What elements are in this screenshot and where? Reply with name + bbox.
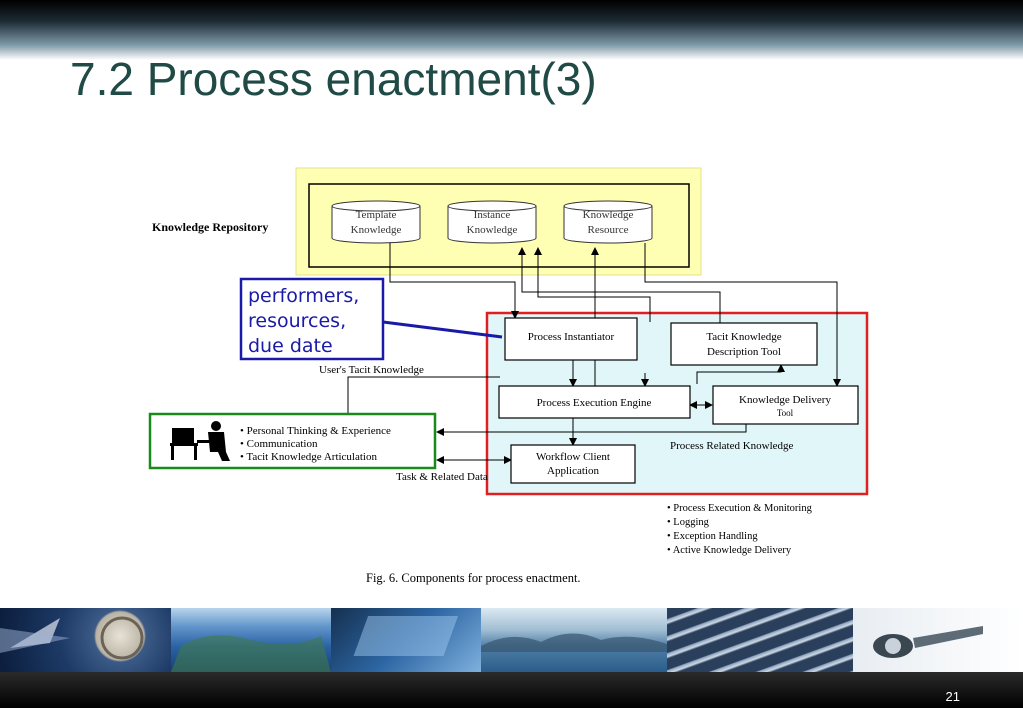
task-related-label: Task & Related Data (396, 471, 488, 483)
workflow-client-box: Workflow Client Application (510, 444, 636, 484)
repo-template-line1: Template (356, 209, 397, 221)
system-bullet-2: • Logging (667, 517, 710, 528)
earth-image (171, 608, 331, 672)
user-bullet-3: • Tacit Knowledge Articulation (240, 451, 377, 463)
repo-knowledge-resource: Knowledge Resource (563, 200, 653, 244)
process-instantiator-label: Process Instantiator (528, 331, 615, 343)
user-bullet-2: • Communication (240, 438, 318, 450)
callout-line1: performers, (248, 285, 359, 307)
execution-engine-label: Process Execution Engine (537, 397, 652, 409)
connectors (347, 243, 841, 464)
callout-line2: resources, (248, 310, 346, 332)
repo-resource-line1: Knowledge (583, 209, 634, 221)
compass-rose-icon (0, 616, 144, 660)
users-tacit-label: User's Tacit Knowledge (319, 364, 424, 376)
repository-frame (308, 183, 690, 268)
keyboard-image (331, 608, 481, 672)
slide-title: 7.2 Process enactment(3) (70, 53, 597, 105)
tacit-tool-line2: Description Tool (707, 346, 781, 358)
process-related-label: Process Related Knowledge (670, 440, 794, 452)
lock-image (853, 608, 1023, 672)
page-number: 21 (945, 689, 960, 704)
repo-template-line2: Knowledge (351, 224, 402, 236)
repo-instance-line2: Knowledge (467, 224, 518, 236)
system-bullet-1: • Process Execution & Monitoring (667, 503, 813, 514)
workflow-client-line1: Workflow Client (536, 451, 610, 463)
system-bullet-4: • Active Knowledge Delivery (667, 545, 792, 556)
figure-caption: Fig. 6. Components for process enactment… (366, 571, 581, 585)
callout-line3: due date (248, 335, 333, 357)
user-at-computer-icon (170, 421, 230, 461)
performers-callout: performers, resources, due date (239, 277, 385, 361)
callout-pointer (382, 320, 503, 339)
repo-template-knowledge: Template Knowledge (331, 200, 421, 244)
repo-instance-knowledge: Instance Knowledge (447, 200, 537, 244)
tacit-tool-line1: Tacit Knowledge (706, 331, 781, 343)
delivery-tool-line2: Tool (777, 408, 794, 418)
footer-bar (0, 672, 1023, 708)
user-box: • Personal Thinking & Experience • Commu… (148, 412, 437, 470)
execution-engine-box: Process Execution Engine (498, 385, 691, 419)
tacit-tool-box: Tacit Knowledge Description Tool (670, 322, 818, 366)
lake-image (481, 608, 667, 672)
repo-resource-line2: Resource (588, 224, 629, 236)
footer-image-strip (0, 608, 1023, 672)
workflow-client-line2: Application (547, 465, 599, 477)
lock-icon (873, 626, 983, 658)
delivery-tool-line1: Knowledge Delivery (739, 394, 831, 406)
title-band (0, 0, 1023, 60)
delivery-tool-box: Knowledge Delivery Tool (712, 385, 859, 425)
compass-image (0, 608, 171, 672)
keys-image (667, 608, 853, 672)
system-bullet-3: • Exception Handling (667, 531, 758, 542)
user-bullet-1: • Personal Thinking & Experience (240, 425, 391, 437)
process-instantiator-box: Process Instantiator (504, 317, 638, 361)
repository-label: Knowledge Repository (152, 220, 268, 234)
repo-instance-line1: Instance (474, 209, 511, 221)
